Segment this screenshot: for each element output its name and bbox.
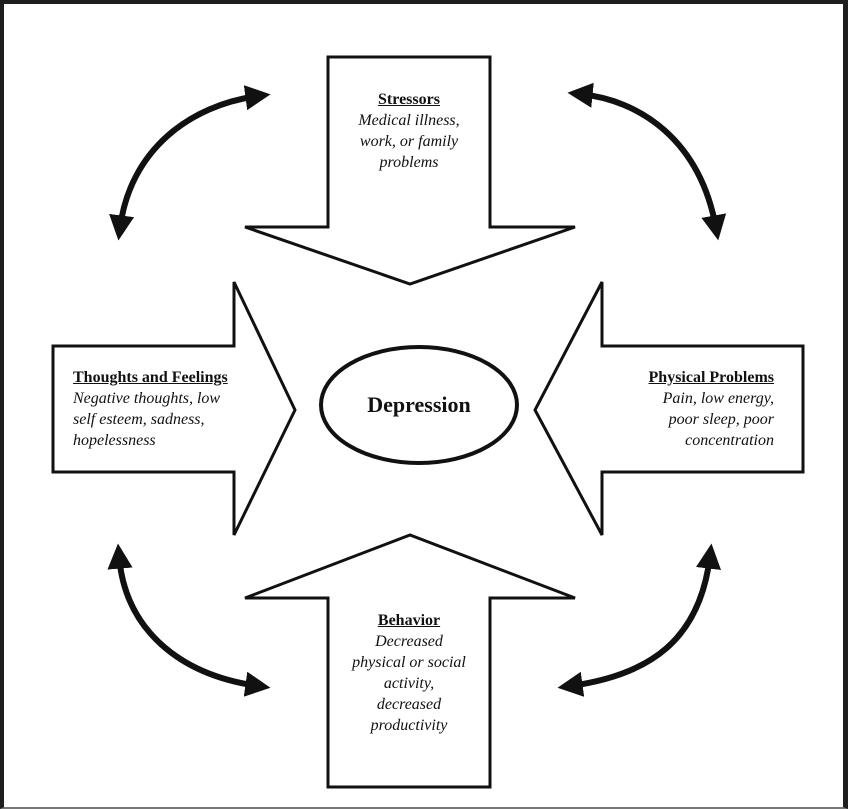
stressors-block-arrow	[244, 55, 576, 286]
physical-node: Physical Problems Pain, low energy, poor…	[600, 367, 774, 451]
behavior-node: Behavior Decreased physical or social ac…	[328, 610, 490, 736]
behavior-description: Decreased physical or social activity, d…	[352, 633, 466, 734]
curved-arrow-stressors-physical	[567, 82, 727, 241]
depression-ellipse	[319, 345, 519, 465]
thoughts-block-arrow	[51, 281, 297, 536]
thoughts-node: Thoughts and Feelings Negative thoughts,…	[73, 367, 243, 451]
thoughts-description: Negative thoughts, low self esteem, sadn…	[73, 390, 221, 449]
stressors-node: Stressors Medical illness, work, or fami…	[328, 89, 490, 173]
depression-label: Depression	[367, 392, 471, 417]
curved-arrow-thoughts-behavior	[107, 543, 271, 697]
thoughts-title: Thoughts and Feelings	[73, 369, 228, 386]
physical-block-arrow	[533, 281, 805, 536]
stressors-title: Stressors	[378, 91, 440, 108]
curved-arrow-thoughts-stressors	[109, 85, 271, 241]
curved-arrow-behavior-physical	[557, 543, 722, 697]
physical-title: Physical Problems	[648, 369, 774, 386]
behavior-block-arrow	[244, 533, 576, 789]
behavior-title: Behavior	[377, 612, 441, 629]
stressors-description: Medical illness, work, or family problem…	[358, 112, 460, 171]
physical-description: Pain, low energy, poor sleep, poor conce…	[662, 390, 774, 449]
